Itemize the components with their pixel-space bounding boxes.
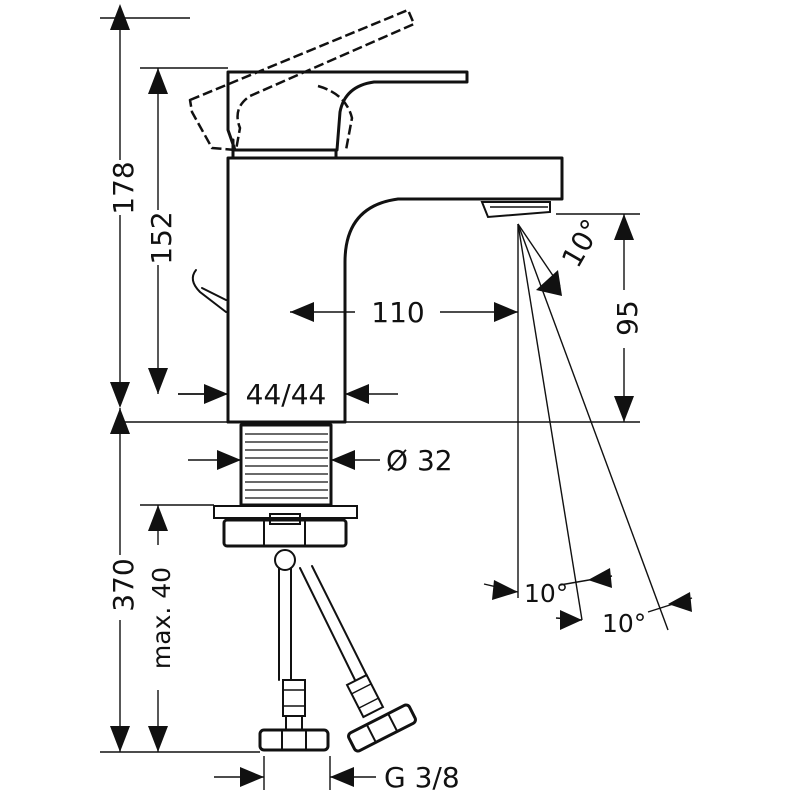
- reference-lines: [100, 17, 669, 790]
- lever-open-position: [188, 8, 416, 152]
- dim-32-label: Ø 32: [386, 444, 453, 477]
- dim-44-label: 44/44: [246, 378, 327, 411]
- supply-hose-left: [258, 567, 330, 752]
- angle-left-label: 10°: [524, 579, 568, 608]
- dim-370-label: 370: [107, 558, 140, 611]
- dim-g38-label: G 3/8: [384, 761, 460, 794]
- dim-max-thickness: max. 40: [147, 505, 176, 752]
- dim-outlet-clearance: 95: [611, 214, 644, 422]
- threaded-shank: [239, 423, 333, 507]
- dim-angle-right: 10°: [555, 592, 693, 638]
- dim-angle-spray: 10°: [517, 214, 608, 296]
- dim-shank-diameter: Ø 32: [188, 444, 453, 477]
- dim-below-deck: 370: [107, 408, 140, 752]
- dim-spout-height: 152: [145, 68, 178, 394]
- dim-connection: G 3/8: [214, 761, 460, 794]
- supply-hose-right: [299, 565, 417, 753]
- faucet-body: [191, 70, 564, 424]
- dim-spout-reach: 110: [290, 296, 518, 329]
- dim-178-label: 178: [107, 161, 140, 214]
- mounting-nut: [213, 505, 358, 571]
- dim-angle-left: 10°: [483, 568, 613, 608]
- angle-spray-label: 10°: [555, 214, 608, 273]
- dim-overall-height: 178: [107, 4, 140, 408]
- dim-max40-label: max. 40: [147, 567, 176, 669]
- dim-110-label: 110: [371, 296, 424, 329]
- dim-152-label: 152: [145, 211, 178, 264]
- dim-base-size: 44/44: [178, 378, 398, 411]
- angle-right-label: 10°: [602, 609, 646, 638]
- dim-95-label: 95: [611, 300, 644, 336]
